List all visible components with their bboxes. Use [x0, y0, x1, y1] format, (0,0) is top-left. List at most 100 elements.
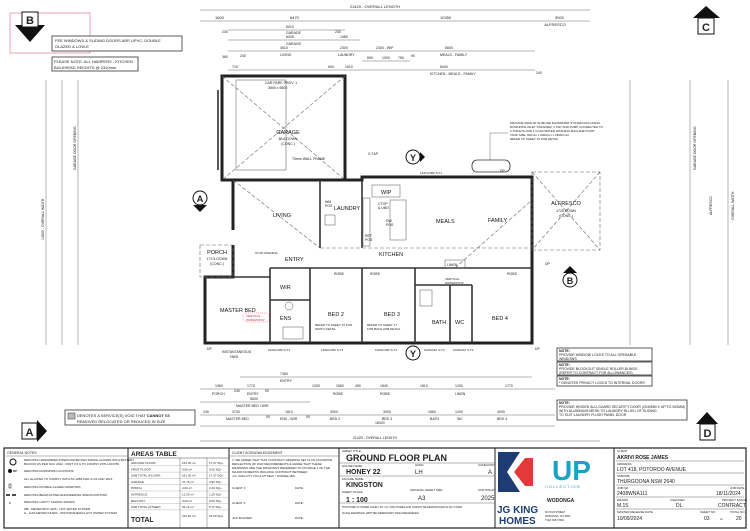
svg-text:CAR PARK PROV. 1: CAR PARK PROV. 1 — [265, 81, 297, 85]
svg-text:WINDOWS: WINDOWS — [559, 357, 577, 361]
area-label: SUB TOTAL (FLOOR) — [131, 474, 160, 478]
svg-text:VERTICAL: VERTICAL — [445, 277, 460, 281]
area-label: BALCONY — [131, 499, 145, 503]
svg-text:710: 710 — [232, 65, 238, 69]
svg-text:J.G. KING PTY LTD & MYSELF / O: J.G. KING PTY LTD & MYSELF / OURSELVES. — [232, 474, 296, 478]
svg-text:(CONC.): (CONC.) — [559, 214, 573, 218]
svg-text:6010: 6010 — [286, 25, 294, 29]
svg-text:1810: 1810 — [285, 410, 293, 414]
svg-text:PLEASE NOTE: ALL HAMPERS - KIT: PLEASE NOTE: ALL HAMPERS - KITCHEN — [54, 59, 133, 64]
svg-text:ENS - WIR: ENS - WIR — [280, 417, 298, 421]
svg-text:1 : 100: 1 : 100 — [346, 497, 368, 504]
section-marker-b-plan[interactable]: B — [562, 266, 578, 288]
svg-text:10/09/2024: 10/09/2024 — [617, 516, 642, 522]
svg-text:HAND: HAND — [415, 463, 424, 467]
svg-text:HONEY 22: HONEY 22 — [346, 469, 381, 476]
svg-text:1560: 1560 — [336, 384, 344, 388]
svg-text:450: 450 — [355, 384, 361, 388]
svg-text:(CONC.): (CONC.) — [210, 262, 224, 266]
svg-text:360: 360 — [222, 55, 228, 59]
svg-text:ORIGINAL SHEET SIZE: ORIGINAL SHEET SIZE — [410, 488, 443, 492]
room-bed-3: BED 3 — [384, 312, 400, 318]
svg-text:DP: DP — [500, 169, 506, 173]
area-label: FIRST FLOOR — [131, 467, 152, 471]
room-wc: WC — [455, 320, 464, 326]
svg-text:NOTE:: NOTE: — [559, 349, 570, 353]
svg-text:PROVIDE WINDOW LOCKS TO ALL OP: PROVIDE WINDOW LOCKS TO ALL OPENABLE — [559, 353, 637, 357]
room-wir: WIR — [280, 285, 291, 291]
area-m2: 0.00 m² — [182, 499, 192, 503]
room-labels: LIVING LAUNDRY WM POS WIP CTOP & UBO DW … — [207, 152, 551, 359]
svg-text:230: 230 — [335, 30, 341, 34]
room-meals: MEALS — [436, 219, 455, 225]
svg-text:1810: 1810 — [420, 384, 428, 388]
svg-text:G TAP: G TAP — [368, 152, 379, 156]
svg-text:C: C — [702, 22, 710, 34]
svg-text:FOR BATH HOB DETAIL: FOR BATH HOB DETAIL — [367, 327, 401, 331]
area-m2: 4.62 m² — [182, 486, 192, 490]
svg-text:COLLECTION: COLLECTION — [545, 484, 581, 489]
svg-text:240: 240 — [234, 389, 240, 393]
svg-text:NOTE:: NOTE: — [559, 401, 570, 405]
svg-text:ALFRESCO: ALFRESCO — [551, 201, 581, 207]
svg-text:DATE:: DATE: — [295, 501, 304, 505]
section-marker-a-plan[interactable]: A — [192, 190, 208, 212]
area-label: GROUND FLOOR — [131, 461, 156, 465]
area-sq: 0.00 SQ+ — [209, 499, 222, 503]
section-marker-a-bottom[interactable]: A — [21, 420, 47, 442]
svg-text:1029x610 S-T2: 1029x610 S-T2 — [424, 348, 445, 352]
svg-text:ROBE: ROBE — [333, 392, 344, 396]
svg-text:6600: 6600 — [445, 46, 453, 50]
svg-text:THURGOONA NSW 2640: THURGOONA NSW 2640 — [617, 479, 675, 485]
svg-text:3000: 3000 — [497, 410, 505, 414]
svg-text:CATEGORY: CATEGORY — [478, 463, 495, 467]
svg-text:2400 - WIP: 2400 - WIP — [376, 46, 394, 50]
room-ens: ENS — [280, 316, 292, 322]
area-sq: 3.96 SQ+ — [209, 480, 222, 484]
svg-text:2 TOILETS AND 1 COLD WATER WAS: 2 TOILETS AND 1 COLD WATER WASHING MACHI… — [510, 129, 595, 133]
svg-text:REF: REF — [365, 234, 372, 238]
svg-text:SHEET NO: SHEET NO — [700, 510, 716, 514]
svg-text:03: 03 — [704, 516, 710, 522]
svg-text:60 HIGH STREET: 60 HIGH STREET — [545, 511, 566, 514]
svg-text:B: B — [567, 276, 574, 286]
company-logo: UP COLLECTION WODONGA JG KING HOMES 60 H… — [497, 452, 591, 527]
svg-text:WATERSTOP: WATERSTOP — [246, 318, 265, 322]
svg-text:DENOTES DOUBLE GLAZED WINDOWS: DENOTES DOUBLE GLAZED WINDOWS — [24, 485, 81, 489]
dimensions-bottom: 7450 ENTRY 1960 240 1770 90 1030 1560 45… — [200, 372, 600, 442]
svg-text:WATERSTOP: WATERSTOP — [445, 281, 464, 285]
svg-text:DP: DP — [13, 469, 17, 473]
svg-text:HWS: HWS — [230, 355, 239, 359]
svg-text:DENOTES A SERVICE(S) VOID THAT: DENOTES A SERVICE(S) VOID THAT CANNOT BE — [77, 413, 171, 418]
svg-text:172.5 DOWN: 172.5 DOWN — [207, 257, 228, 261]
double-glazed-icon — [8, 483, 12, 489]
svg-text:NOTE:: NOTE: — [559, 363, 570, 367]
area-m2: 161.30 m² — [182, 474, 196, 478]
svg-text:ADDRESS: ADDRESS — [617, 462, 632, 466]
area-m2: 12.00 m² — [182, 493, 194, 497]
svg-text:MEALS - FAMILY: MEALS - FAMILY — [440, 53, 468, 57]
section-marker-c[interactable]: C — [693, 6, 720, 35]
svg-text:75mm WALL FRAME: 75mm WALL FRAME — [292, 157, 326, 161]
svg-text:LINEN: LINEN — [455, 392, 466, 396]
svg-text:DENOTES HARDWIRED INTERCONNECT: DENOTES HARDWIRED INTERCONNECTED SMOKE A… — [24, 458, 134, 462]
section-marker-y-bottom[interactable]: Y — [405, 345, 421, 361]
svg-text:JOB NO: JOB NO — [617, 486, 629, 490]
svg-text:1725 DOWN: 1725 DOWN — [556, 209, 576, 213]
section-marker-b-top[interactable]: B — [15, 11, 45, 42]
svg-text:I / WE AGREE THAT THIS CONTRAC: I / WE AGREE THAT THIS CONTRACT DRAWING … — [232, 458, 332, 462]
svg-text:DW: DW — [386, 219, 393, 223]
svg-text:240: 240 — [203, 410, 209, 414]
svg-text:1029x1450 S-T1: 1029x1450 S-T1 — [268, 348, 291, 352]
svg-text:2025: 2025 — [481, 496, 495, 502]
section-marker-y-top[interactable]: Y — [405, 149, 425, 165]
area-label: GARAGE — [131, 480, 144, 484]
svg-text:BACKUP AS PER NCC 2022 - PART: BACKUP AS PER NCC 2022 - PART 9.5 & TO C… — [24, 462, 119, 466]
section-marker-d[interactable]: D — [696, 412, 718, 441]
svg-text:CLIENT 1:: CLIENT 1: — [232, 486, 246, 490]
svg-text:DENOTES BEAM AS PER ENGINEERIN: DENOTES BEAM AS PER ENGINEERING SPECIFIC… — [24, 493, 107, 497]
